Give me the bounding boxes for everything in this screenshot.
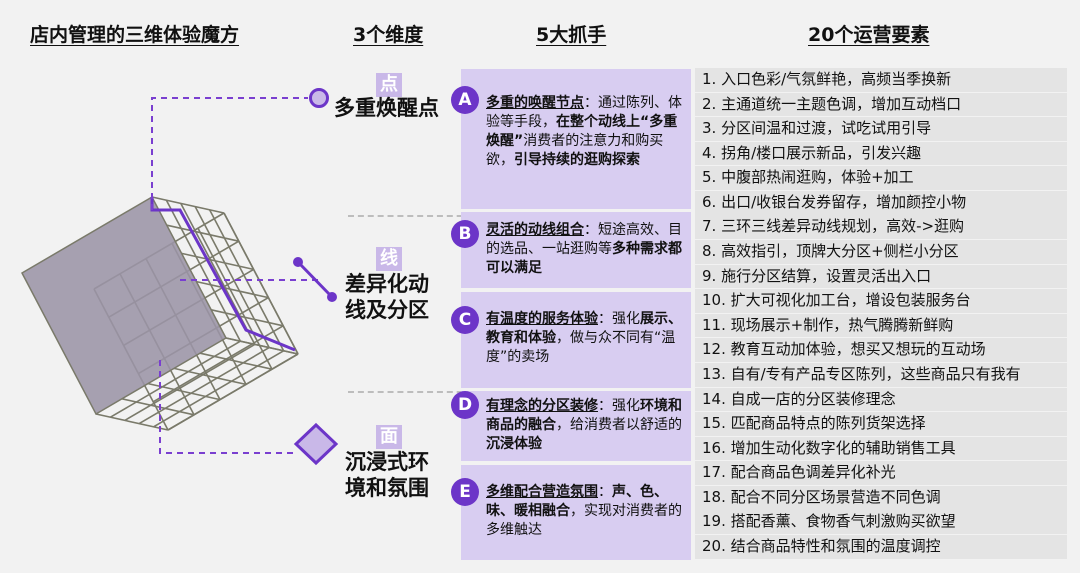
lever-text-run: 有理念的分区装修	[486, 398, 598, 414]
operating-element-item: 16. 增加生动化数字化的辅助销售工具	[695, 436, 1067, 461]
operating-element-item: 4. 拐角/楼口展示新品，引发兴趣	[695, 141, 1067, 166]
cube-grid-line	[167, 353, 299, 431]
cube-grid-line	[95, 413, 169, 431]
operating-element-item: 2. 主通道统一主题色调，增加互动档口	[695, 92, 1067, 117]
dimension-tag-plane: 面	[376, 425, 402, 449]
lever-description: 有理念的分区装修：强化环境和商品的融合，给消费者以舒适的沉浸体验	[486, 397, 685, 454]
operating-element-item: 6. 出口/收银台发券留存，增加颜控小物	[695, 190, 1067, 215]
diamond-plane-icon	[293, 422, 339, 466]
header-cube: 店内管理的三维体验魔方	[30, 24, 240, 46]
lever-card-a: A 多重的唤醒节点：通过陈列、体验等手段，在整个动线上“多重焕醒”消费者的注意力…	[451, 69, 691, 209]
lever-text-run: 引导持续的逛购探索	[514, 152, 640, 168]
cube-face-border	[21, 195, 227, 416]
operating-element-item: 18. 配合不同分区场景营造不同色调	[695, 485, 1067, 510]
lever-badge: C	[451, 306, 479, 334]
operating-element-item: 17. 配合商品色调差异化补光	[695, 461, 1067, 485]
operating-element-item: 11. 现场展示+制作，热气腾腾新鲜购	[695, 313, 1067, 338]
cube-face	[22, 197, 226, 414]
lever-text-run: 多维配合营造氛围	[486, 484, 598, 500]
lever-text-run: 展示、教育和体验	[486, 311, 682, 346]
lever-badge: D	[451, 391, 479, 419]
operating-element-item: 5. 中腹部热闹逛购，体验+加工	[695, 166, 1067, 190]
cube-grid-line	[121, 398, 195, 416]
experience-cube-diagram	[21, 88, 339, 466]
dimension-name-plane: 沉浸式环境和氛围	[345, 450, 429, 500]
cube-grid-line	[166, 224, 239, 242]
lever-text-run: 灵活的动线组合	[486, 222, 584, 238]
lever-text-run: ：强化	[598, 398, 640, 414]
operating-element-item: 13. 自有/专有产品专区陈列，这些商品只有我有	[695, 362, 1067, 387]
lever-card-d: D 有理念的分区装修：强化环境和商品的融合，给消费者以舒适的沉浸体验	[451, 391, 691, 461]
operating-element-item: 19. 搭配香薰、食物香气刺激购买欲望	[695, 510, 1067, 535]
lever-description: 多重的唤醒节点：通过陈列、体验等手段，在整个动线上“多重焕醒”消费者的注意力和购…	[486, 94, 685, 170]
cube-grid-line	[225, 337, 299, 355]
header-elements: 20个运营要素	[808, 24, 930, 46]
cube-grid-line	[199, 352, 273, 370]
operating-element-item: 9. 施行分区结算，设置灵活出入口	[695, 264, 1067, 289]
operating-element-item: 7. 三环三线差异动线规划，高效->逛购	[695, 215, 1067, 240]
operating-element-item: 12. 教育互动加体验，想买又想玩的互动场	[695, 338, 1067, 363]
lever-badge: B	[451, 220, 479, 248]
operating-element-item: 8. 高效指引，顶牌大分区+侧栏小分区	[695, 240, 1067, 264]
dimension-tag-point: 点	[376, 73, 402, 97]
lever-badge: E	[451, 478, 479, 506]
operating-element-item: 1. 入口色彩/气氛鲜艳，高频当季换新	[695, 68, 1067, 92]
cube-grid-line	[109, 340, 241, 418]
cube-grid-line	[165, 199, 242, 342]
lever-card-c: C 有温度的服务体验：强化展示、教育和体验，做与众不同有“温度”的卖场	[451, 292, 691, 388]
lever-text-run: 沉浸体验	[486, 436, 542, 452]
operating-element-item: 3. 分区间温和过渡，试吃试用引导	[695, 117, 1067, 141]
lever-text-run: 有温度的服务体验	[486, 311, 598, 327]
cube-grid-line	[151, 196, 225, 214]
cube-grid-line	[124, 343, 256, 422]
lever-description: 多维配合营造氛围：声、色、味、暖相融合，实现对消费者的多维触达	[486, 483, 685, 540]
lever-text-run: ：	[598, 484, 612, 500]
cube-grid-line	[223, 212, 299, 355]
lever-text-run: ，给消费者以舒适的	[556, 417, 682, 433]
operating-element-item: 15. 匹配商品特点的陈列货架选择	[695, 412, 1067, 436]
cube-grid-line	[173, 367, 247, 386]
cube-grid-line	[196, 280, 269, 299]
point-connector	[151, 97, 308, 210]
lever-text-run: ：强化	[598, 311, 640, 327]
lever-description: 有温度的服务体验：强化展示、教育和体验，做与众不同有“温度”的卖场	[486, 310, 685, 367]
lever-card-e: E 多维配合营造氛围：声、色、味、暖相融合，实现对消费者的多维触达	[451, 465, 691, 560]
plane-connector	[159, 360, 298, 454]
dimension-tag-line: 线	[376, 247, 402, 271]
operating-element-item: 20. 结合商品特性和氛围的温度调控	[695, 534, 1067, 559]
lever-description: 灵活的动线组合：短途高效、目的选品、一站逛购等多种需求都可以满足	[486, 221, 685, 278]
cube-grid-line	[153, 350, 285, 428]
lever-text-run: 多重的唤醒节点	[486, 95, 584, 111]
cube-grid-line	[181, 252, 254, 271]
lever-text-run: ，实现对消费者的多维触达	[486, 503, 682, 538]
cube-grid-line	[138, 346, 270, 425]
header-dimensions: 3个维度	[353, 24, 424, 46]
lever-card-b: B 灵活的动线组合：短途高效、目的选品、一站逛购等多种需求都可以满足	[451, 212, 691, 288]
operating-element-item: 10. 扩大可视化加工台，增设包装服务台	[695, 289, 1067, 313]
lever-text-run: 多种需求都可以满足	[486, 241, 682, 276]
cube-grid-line	[194, 206, 270, 348]
lever-text-run: 声、色、味、暖相融合	[486, 484, 668, 519]
lever-text-run: ：通过陈列、体验等手段，	[486, 95, 682, 130]
lever-text-run: 消费者的注意力和购买欲，	[486, 133, 664, 168]
dimension-name-line: 差异化动线及分区	[345, 272, 429, 322]
circle-point-icon	[309, 88, 329, 108]
lever-text-run: ：短途高效、目的选品、一站逛购等	[486, 222, 682, 257]
lever-text-run: 在整个动线上“多重焕醒”	[486, 114, 678, 149]
header-levers: 5大抓手	[536, 24, 607, 46]
lever-badge: A	[451, 86, 479, 114]
dimension-name-point: 多重焕醒点	[334, 96, 439, 120]
lever-text-run: 环境和商品的融合	[486, 398, 682, 433]
lever-text-run: ，做与众不同有“温度”的卖场	[486, 330, 676, 365]
line-segment-icon	[293, 257, 337, 302]
operating-element-item: 14. 自成一店的分区装修理念	[695, 387, 1067, 412]
cube-grid-line	[211, 309, 284, 327]
